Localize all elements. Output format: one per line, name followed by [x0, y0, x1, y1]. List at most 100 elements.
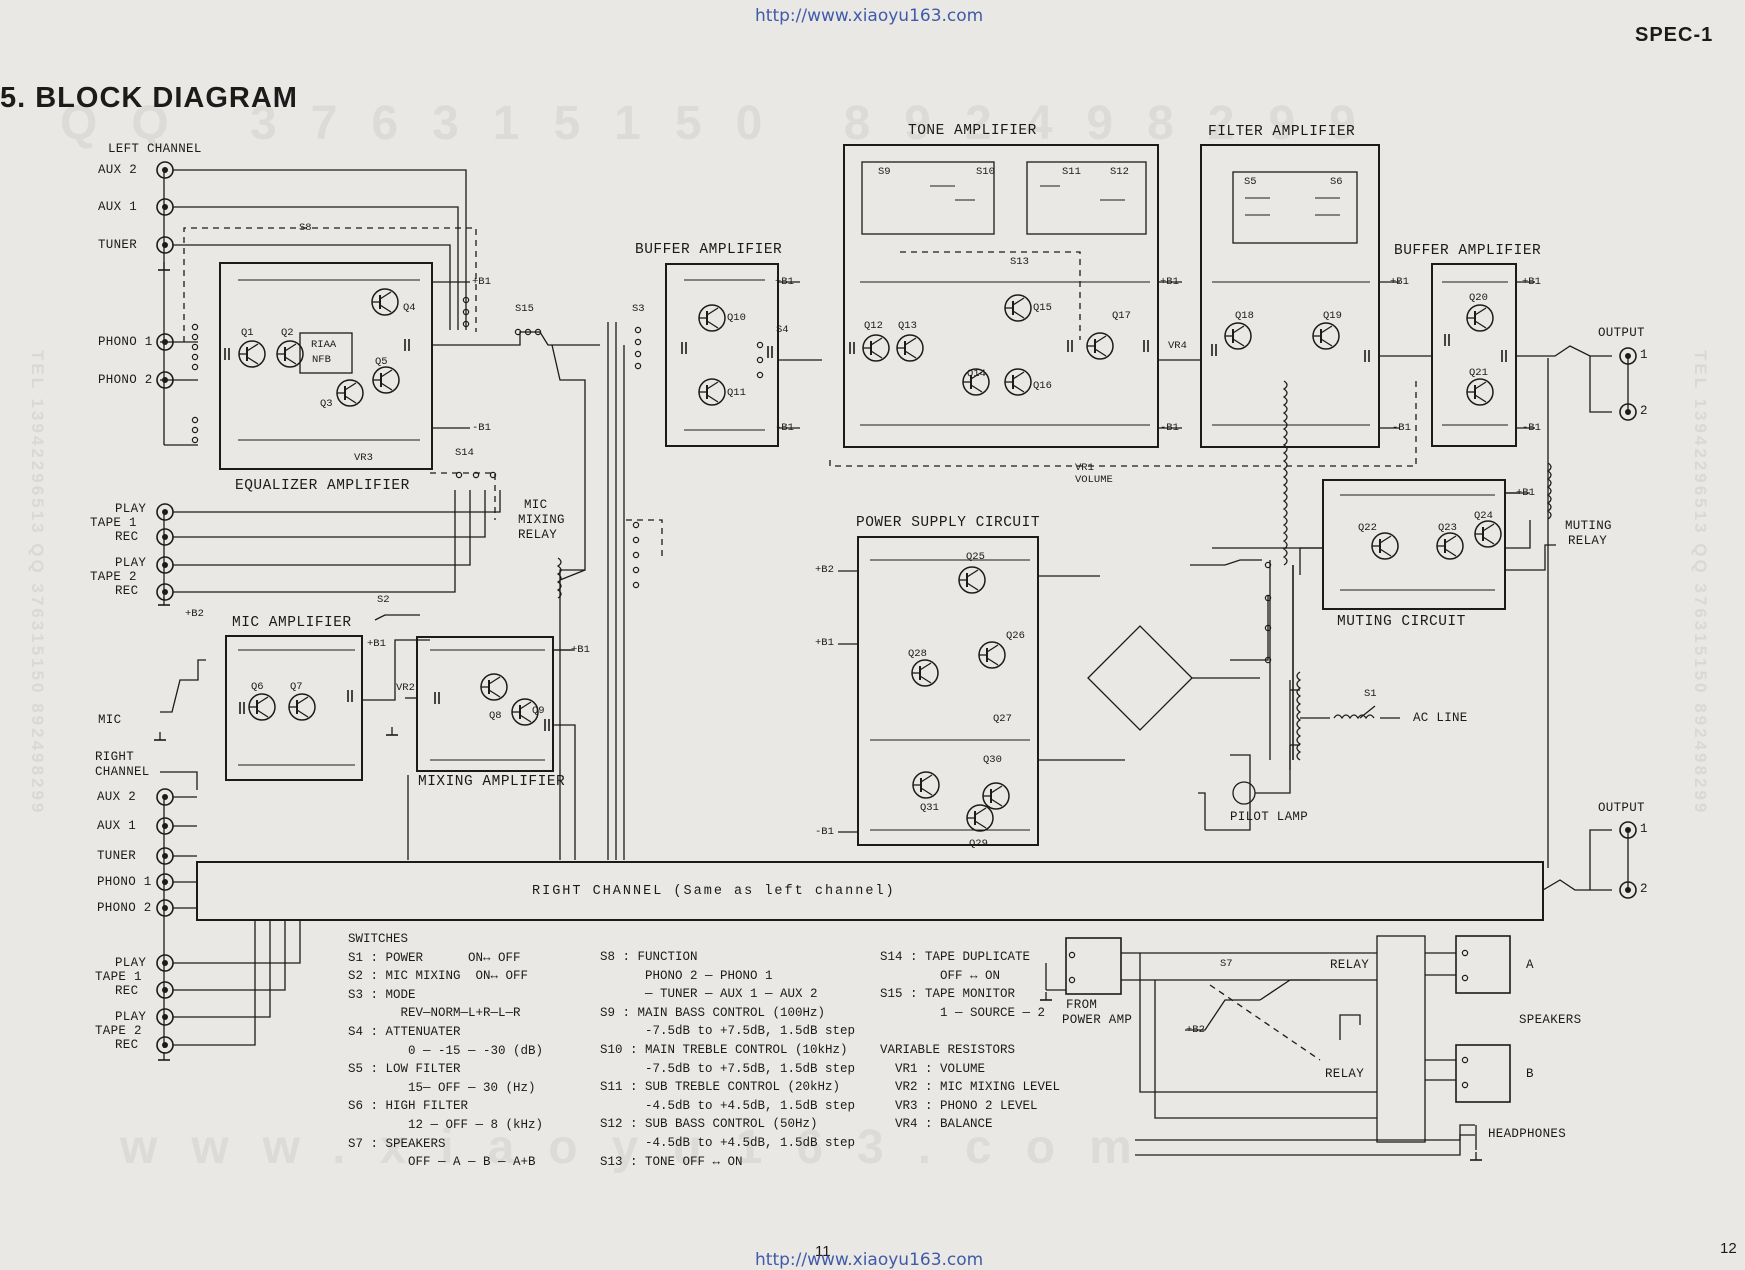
- relay-label-a: RELAY: [1330, 958, 1370, 972]
- output-2-label-top: 2: [1640, 404, 1648, 418]
- speaker-a-label: A: [1526, 958, 1534, 972]
- tape1-label: TAPE 1: [90, 516, 137, 530]
- b1p-equalizer: +B1: [472, 276, 491, 288]
- q10-label: Q10: [727, 312, 746, 324]
- mic-mixing-relay-label-3: RELAY: [518, 528, 558, 542]
- watermark-phone-top: QQ 376315150 892498299: [60, 97, 1390, 150]
- filter-amplifier-box: [1200, 144, 1380, 448]
- power-supply-box: [857, 536, 1039, 846]
- vr4-label: VR4: [1168, 340, 1187, 352]
- mixing-amplifier-box: [416, 636, 554, 772]
- right-tape2-play-label: PLAY: [115, 1010, 147, 1024]
- right-input-wiring: [160, 771, 301, 1048]
- b2p-speaker: +B2: [1186, 1024, 1205, 1036]
- q22-label: Q22: [1358, 522, 1377, 534]
- b2p-supply: +B2: [815, 564, 834, 576]
- tape2-label: TAPE 2: [90, 570, 137, 584]
- phono2-label: PHONO 2: [98, 373, 153, 387]
- q18-label: Q18: [1235, 310, 1254, 322]
- q2-label: Q2: [281, 327, 294, 339]
- riaa-nfb-box: [299, 332, 353, 374]
- muting-circuit-label: MUTING CIRCUIT: [1337, 614, 1466, 630]
- mic-mixing-relay-label-1: MIC: [524, 498, 548, 512]
- buffer-amplifier-left-label: BUFFER AMPLIFIER: [635, 242, 783, 258]
- b1p-mixing: +B1: [571, 644, 590, 656]
- nfb-label: NFB: [312, 354, 331, 366]
- b1m-filter: -B1: [1392, 422, 1411, 434]
- b1m-supply: -B1: [815, 826, 834, 838]
- s7-label: S7: [1220, 958, 1233, 970]
- s8-label: S8: [299, 222, 312, 234]
- speaker-b-box: [1455, 1044, 1511, 1103]
- q23-label: Q23: [1438, 522, 1457, 534]
- q20-label: Q20: [1469, 292, 1488, 304]
- tuner-label: TUNER: [98, 238, 138, 252]
- page-number-left: 11: [815, 1243, 831, 1260]
- b1p-tone: +B1: [1160, 276, 1179, 288]
- relay-box: [1376, 935, 1426, 1143]
- speaker-b-label: B: [1526, 1067, 1534, 1081]
- fuse-coil: [1333, 714, 1375, 720]
- switches-legend-col3: S14 : TAPE DUPLICATE OFF ↔ ON S15 : TAPE…: [880, 950, 1061, 1132]
- speaker-wiring: [1045, 952, 1477, 1156]
- q8-label: Q8: [489, 710, 502, 722]
- q29-label: Q29: [969, 838, 988, 850]
- relay-label-b: RELAY: [1325, 1067, 1365, 1081]
- q1-label: Q1: [241, 327, 254, 339]
- s5-s6-switch-box: [1232, 171, 1358, 244]
- right-channel-box: [196, 861, 1544, 921]
- output-jacks: [1619, 347, 1637, 899]
- buffer-amplifier-right-label: BUFFER AMPLIFIER: [1394, 243, 1542, 259]
- page-title: 5. BLOCK DIAGRAM: [0, 82, 298, 114]
- output-2-label-bottom: 2: [1640, 882, 1648, 896]
- vr2-label: VR2: [396, 682, 415, 694]
- s4-label: S4: [776, 324, 789, 336]
- url-top[interactable]: http://www.xiaoyu163.com: [755, 6, 984, 26]
- q30-label: Q30: [983, 754, 1002, 766]
- right-tape1-play-label: PLAY: [115, 956, 147, 970]
- output-label-top: OUTPUT: [1598, 326, 1645, 340]
- from-power-amp-label-2: POWER AMP: [1062, 1013, 1133, 1027]
- b1p-buffer-right: +B1: [1522, 276, 1541, 288]
- mic-mixing-relay-coil: [556, 557, 562, 599]
- aux2-label: AUX 2: [98, 163, 138, 177]
- right-channel-label: RIGHT CHANNEL (Same as left channel): [532, 884, 896, 899]
- q12-label: Q12: [864, 320, 883, 332]
- right-tape2-rec-label: REC: [115, 1038, 139, 1052]
- power-supply-label: POWER SUPPLY CIRCUIT: [856, 515, 1041, 531]
- b1p-filter: +B1: [1390, 276, 1409, 288]
- left-channel-label: LEFT CHANNEL: [108, 142, 202, 156]
- q13-label: Q13: [898, 320, 917, 332]
- equalizer-amplifier-box: [219, 262, 433, 470]
- output-1-label-top: 1: [1640, 348, 1648, 362]
- left-input-jacks: [156, 161, 174, 601]
- aux1-label: AUX 1: [98, 200, 138, 214]
- q3-label: Q3: [320, 398, 333, 410]
- spec-label: SPEC-1: [1635, 24, 1714, 46]
- right-channel-inputs-label-1: RIGHT: [95, 750, 135, 764]
- right-tuner-label: TUNER: [97, 849, 137, 863]
- s6-label: S6: [1330, 176, 1343, 188]
- right-tape1-rec-label: REC: [115, 984, 139, 998]
- mic-amplifier-box: [225, 635, 363, 781]
- q26-label: Q26: [1006, 630, 1025, 642]
- mic-mixing-relay-label-2: MIXING: [518, 513, 565, 527]
- s11-s12-switch-box: [1026, 161, 1147, 235]
- s14-label: S14: [455, 447, 474, 459]
- s9-label: S9: [878, 166, 891, 178]
- right-phono1-label: PHONO 1: [97, 875, 152, 889]
- url-bottom[interactable]: http://www.xiaoyu163.com: [755, 1250, 984, 1270]
- output-label-bottom: OUTPUT: [1598, 801, 1645, 815]
- page-number-right: 12: [1720, 1240, 1737, 1257]
- right-phono2-label: PHONO 2: [97, 901, 152, 915]
- q16-label: Q16: [1033, 380, 1052, 392]
- q5-label: Q5: [375, 356, 388, 368]
- q28-label: Q28: [908, 648, 927, 660]
- q24-label: Q24: [1474, 510, 1493, 522]
- s15-label: S15: [515, 303, 534, 315]
- equalizer-amplifier-label: EQUALIZER AMPLIFIER: [235, 478, 410, 494]
- mic-amplifier-label: MIC AMPLIFIER: [232, 615, 352, 631]
- q19-label: Q19: [1323, 310, 1342, 322]
- q21-label: Q21: [1469, 367, 1488, 379]
